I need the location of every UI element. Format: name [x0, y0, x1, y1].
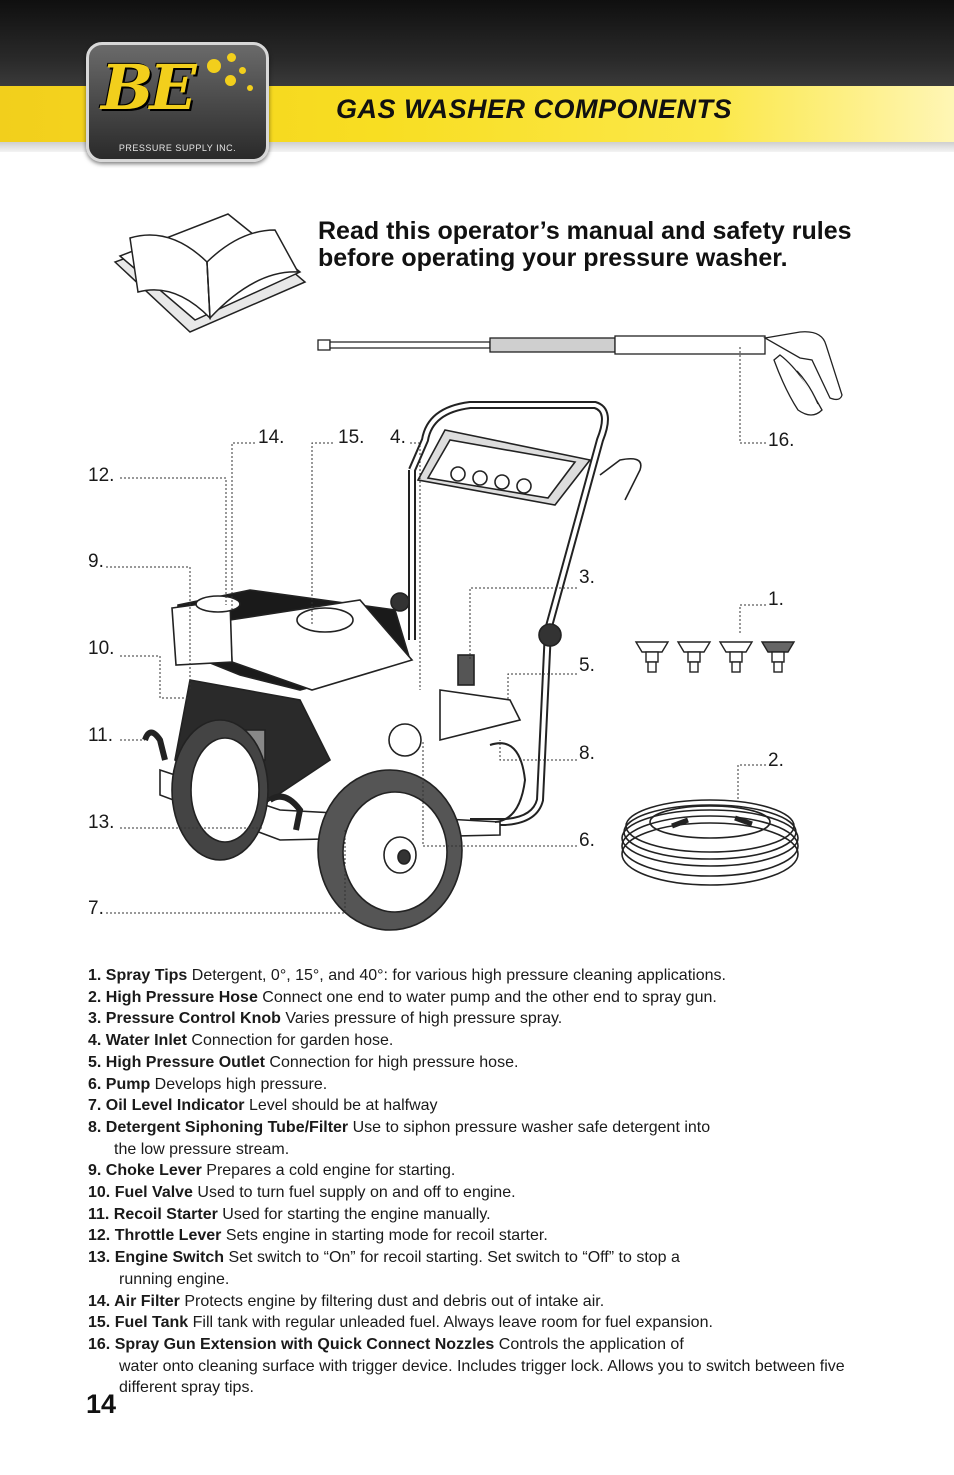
callout-9: 9. [88, 551, 104, 572]
component-name: 1. Spray Tips [88, 967, 188, 984]
component-text: Use to siphon pressure washer safe deter… [348, 1118, 711, 1136]
callout-4: 4. [390, 427, 406, 448]
hose-coil-drawing [621, 799, 799, 886]
component-text: Prepares a cold engine for starting. [201, 1162, 456, 1180]
title-band-shadow [0, 142, 954, 152]
component-text: Connection for high pressure hose. [264, 1053, 519, 1071]
pressure-washer-drawing [142, 401, 642, 931]
page-title: GAS WASHER COMPONENTS [336, 94, 733, 124]
callout-14: 14. [258, 427, 285, 448]
component-name: 11. Recoil Starter [88, 1205, 218, 1223]
component-9: 9. Choke Lever Prepares a cold engine fo… [88, 1160, 848, 1182]
component-name: 8. Detergent Siphoning Tube/Filter [88, 1118, 349, 1136]
component-5: 5. High Pressure Outlet Connection for h… [88, 1052, 848, 1074]
component-text: Connect one end to water pump and the ot… [257, 988, 717, 1006]
callout-8: 8. [579, 743, 595, 764]
component-1: 1. Spray Tips Detergent, 0°, 15°, and 40… [88, 965, 848, 987]
component-text: Detergent, 0°, 15°, and 40°: for various… [187, 967, 726, 984]
component-text: Fill tank with regular unleaded fuel. Al… [188, 1314, 713, 1332]
callout-11: 11. [88, 725, 114, 746]
component-name: 9. Choke Lever [88, 1162, 202, 1180]
logo-subtitle: PRESSURE SUPPLY INC. [118, 143, 237, 153]
component-15: 15. Fuel Tank Fill tank with regular unl… [88, 1312, 848, 1334]
component-text-continued: the low pressure stream. [114, 1140, 290, 1158]
component-text: Develops high pressure. [150, 1075, 328, 1093]
component-text: Connection for garden hose. [186, 1032, 394, 1050]
component-name: 3. Pressure Control Knob [88, 1010, 281, 1028]
component-text: Protects engine by filtering dust and de… [179, 1292, 605, 1310]
component-text: Used for starting the engine manually. [217, 1205, 491, 1223]
page-number: 14 [86, 1389, 117, 1419]
brand-logo: BE PRESSURE SUPPLY INC. [86, 42, 269, 162]
component-12: 12. Throttle Lever Sets engine in starti… [88, 1225, 848, 1247]
component-11: 11. Recoil Starter Used for starting the… [88, 1204, 848, 1226]
callout-6: 6. [579, 830, 595, 851]
component-13: 13. Engine Switch Set switch to “On” for… [88, 1247, 848, 1290]
component-name: 14. Air Filter [88, 1292, 180, 1310]
component-14: 14. Air Filter Protects engine by filter… [88, 1291, 848, 1313]
component-text: Sets engine in starting mode for recoil … [221, 1227, 548, 1245]
component-list: 1. Spray Tips Detergent, 0°, 15°, and 40… [88, 965, 848, 1399]
spray-tips-drawing [634, 641, 796, 673]
component-3: 3. Pressure Control Knob Varies pressure… [88, 1008, 848, 1030]
callout-7: 7. [88, 898, 104, 919]
callout-2: 2. [768, 750, 784, 771]
component-name: 5. High Pressure Outlet [88, 1053, 265, 1071]
component-name: 4. Water Inlet [88, 1032, 187, 1050]
callout-13: 13. [88, 812, 115, 833]
callout-12: 12. [88, 465, 115, 486]
component-name: 2. High Pressure Hose [88, 988, 258, 1006]
callout-5: 5. [579, 655, 595, 676]
callout-1: 1. [768, 589, 784, 610]
callout-3: 3. [579, 567, 595, 588]
component-text: Used to turn fuel supply on and off to e… [192, 1184, 516, 1202]
component-name: 7. Oil Level Indicator [88, 1097, 245, 1115]
component-name: 15. Fuel Tank [88, 1314, 189, 1332]
callout-10: 10. [88, 638, 115, 659]
component-text: Set switch to “On” for recoil starting. … [224, 1249, 680, 1267]
component-4: 4. Water Inlet Connection for garden hos… [88, 1030, 848, 1052]
safety-notice: Read this operator’s manual and safety r… [318, 217, 852, 272]
component-text-continued: running engine. [119, 1270, 230, 1288]
component-text-continued: water onto cleaning surface with trigger… [119, 1357, 845, 1397]
component-2: 2. High Pressure Hose Connect one end to… [88, 987, 848, 1009]
callout-leaders [106, 345, 766, 914]
component-10: 10. Fuel Valve Used to turn fuel supply … [88, 1182, 848, 1204]
component-6: 6. Pump Develops high pressure. [88, 1074, 848, 1096]
logo-mark: BE [101, 51, 197, 124]
component-name: 12. Throttle Lever [88, 1227, 222, 1245]
manual-book-icon [113, 213, 307, 333]
component-name: 10. Fuel Valve [88, 1184, 193, 1202]
component-7: 7. Oil Level Indicator Level should be a… [88, 1095, 848, 1117]
component-name: 16. Spray Gun Extension with Quick Conne… [88, 1335, 495, 1353]
component-name: 6. Pump [88, 1075, 151, 1093]
component-8: 8. Detergent Siphoning Tube/Filter Use t… [88, 1117, 848, 1160]
spray-gun-drawing [317, 331, 843, 416]
component-text: Controls the application of [494, 1335, 684, 1353]
callout-15: 15. [338, 427, 365, 448]
component-text: Varies pressure of high pressure spray. [280, 1010, 563, 1028]
components-diagram [106, 213, 843, 931]
callout-16: 16. [768, 430, 795, 451]
component-text: Level should be at halfway [244, 1097, 438, 1115]
component-name: 13. Engine Switch [88, 1249, 225, 1267]
component-16: 16. Spray Gun Extension with Quick Conne… [88, 1334, 848, 1399]
